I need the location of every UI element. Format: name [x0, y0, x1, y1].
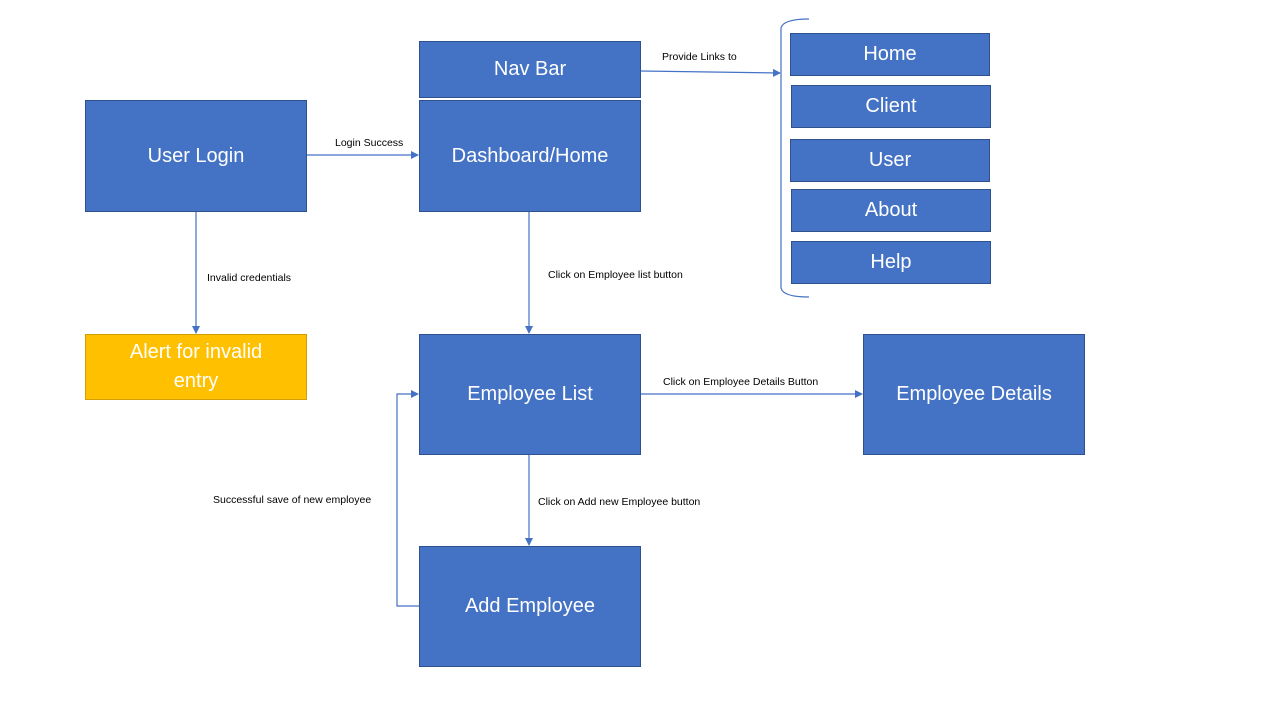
nav-link-label: Home — [863, 43, 917, 65]
add-employee-box: Add Employee — [419, 546, 641, 667]
edge-successful-save — [396, 390, 419, 607]
user-login-box: User Login — [85, 100, 307, 212]
nav-link-about: About — [791, 189, 991, 232]
alert-box: Alert for invalid entry — [85, 334, 307, 400]
dashboard-box: Dashboard/Home — [419, 100, 641, 212]
employee-details-box: Employee Details — [863, 334, 1085, 455]
employee-details-label: Employee Details — [896, 383, 1052, 405]
edge-provide-links — [640, 68, 781, 77]
nav-bar-label: Nav Bar — [493, 58, 567, 80]
nav-bar-box: Nav Bar — [419, 41, 641, 98]
nav-link-client: Client — [791, 85, 991, 128]
employee-list-label: Employee List — [467, 383, 593, 405]
edge-label-successful-save: Successful save of new employee — [213, 494, 372, 506]
nav-link-label: Help — [870, 251, 912, 273]
edge-label-click-employee-list: Click on Employee list button — [548, 269, 683, 281]
nav-links-bracket — [780, 18, 810, 298]
nav-link-home: Home — [790, 33, 990, 76]
nav-link-help: Help — [791, 241, 991, 284]
dashboard-label: Dashboard/Home — [451, 144, 609, 167]
edge-label-invalid-credentials: Invalid credentials — [207, 272, 292, 284]
alert-label: Alert for invalid entry — [129, 341, 263, 392]
nav-link-user: User — [790, 139, 990, 182]
nav-link-label: Client — [865, 95, 917, 117]
edge-label-click-add-employee: Click on Add new Employee button — [538, 496, 701, 508]
edge-label-provide-links: Provide Links to — [662, 51, 737, 63]
add-employee-label: Add Employee — [464, 595, 596, 617]
nav-link-label: About — [864, 199, 918, 221]
edge-label-login-success: Login Success — [335, 137, 404, 149]
user-login-label: User Login — [147, 144, 245, 167]
employee-list-box: Employee List — [419, 334, 641, 455]
edge-label-click-employee-details: Click on Employee Details Button — [663, 376, 819, 388]
nav-link-label: User — [868, 149, 912, 171]
